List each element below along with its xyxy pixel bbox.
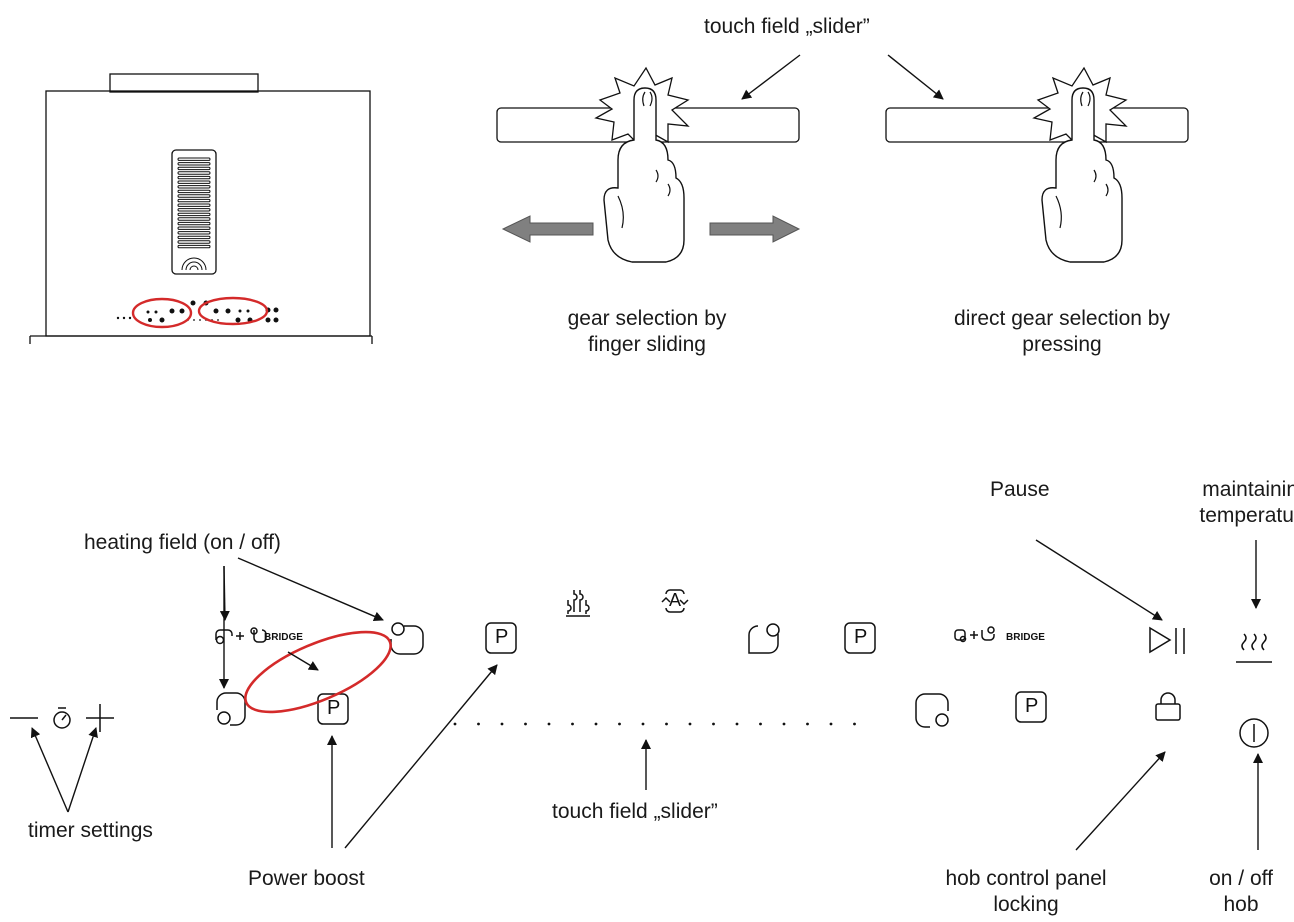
grille-slot (177, 212, 211, 217)
slider-dot (594, 722, 598, 726)
slider-dot (806, 722, 809, 726)
timer-icon (10, 704, 114, 732)
highlight-ovals (131, 296, 269, 329)
grille-slot (177, 244, 211, 249)
boost-letter-4: P (1025, 695, 1039, 717)
label-panel-locking: hob control panel locking (945, 867, 1107, 917)
finger-press-icon (1032, 66, 1128, 263)
slider-dot (782, 722, 786, 726)
keep-warm-icon (1236, 633, 1272, 663)
slider-dot (688, 722, 692, 726)
grille-slot (177, 198, 211, 203)
hob-mini-panel (116, 300, 279, 323)
slider-dot (618, 722, 621, 726)
grille-slot (177, 166, 211, 171)
grille-slot (177, 185, 211, 189)
grille-slot (177, 157, 211, 161)
slider-dot (759, 722, 762, 726)
auto-letter: A (669, 590, 682, 610)
slide-arrow-icon (501, 215, 801, 243)
slider-field-right (885, 107, 1189, 143)
grille-slot (177, 189, 211, 194)
label-pause: Pause (990, 478, 1050, 501)
slider-dot (453, 722, 457, 726)
grille-slot (177, 171, 211, 175)
label-slider-top: touch field „slider” (704, 15, 870, 38)
power-boost-icon (317, 622, 1047, 725)
grille-slot (177, 203, 211, 207)
hob-outline-icon (29, 73, 373, 344)
label-heating-field: heating field (on / off) (84, 531, 281, 554)
slider-dot (500, 722, 504, 726)
grille-slot (177, 162, 211, 166)
power-icon (1239, 718, 1269, 748)
lock-icon (1155, 692, 1181, 721)
grille-slot (177, 175, 211, 180)
slider-dot (571, 722, 574, 726)
label-slider-bottom: touch field „slider” (552, 800, 718, 823)
label-gear-sliding: gear selection by finger sliding (567, 307, 727, 357)
grille-slot (177, 235, 211, 240)
grille-arc (181, 257, 207, 271)
slider-dot (524, 722, 527, 726)
cooking-zone-icon (216, 622, 995, 728)
bridge-highlight-oval (244, 630, 392, 714)
slider-dot (712, 722, 715, 726)
grille-slot (177, 231, 211, 235)
label-power-boost: Power boost (248, 867, 365, 890)
label-gear-pressing: direct gear selection by pressing (954, 307, 1170, 357)
auto-icon (661, 589, 689, 613)
slider-dots (453, 722, 856, 726)
grille-arc (189, 265, 199, 271)
bridge-label-right: BRIDGE (1006, 632, 1045, 643)
finger-press-icon (594, 66, 690, 263)
boost-letter-3: P (854, 626, 868, 648)
slider-dot (735, 722, 739, 726)
boost-letter-2: P (327, 697, 341, 719)
heat-wave-icon (566, 590, 590, 617)
label-on-off: on / off hob (1209, 867, 1273, 917)
slider-dot (829, 722, 833, 726)
pointer-arrows (30, 539, 1263, 851)
grille-slot (177, 221, 211, 226)
boost-letter-1: P (495, 626, 509, 648)
slider-pointer-arrows (741, 54, 944, 100)
grille-slot (177, 180, 211, 184)
grille-arc (185, 261, 203, 271)
grille-slot (177, 194, 211, 198)
slider-dot (641, 722, 645, 726)
grille-slot (177, 226, 211, 230)
cooking-zone-icon (215, 627, 267, 645)
extractor-grille (177, 157, 211, 271)
grille-slot (177, 240, 211, 244)
grille-slot (177, 208, 211, 212)
pause-play-icon (1149, 626, 1185, 654)
slider-dot (547, 722, 551, 726)
grille-slot (177, 217, 211, 221)
slider-dot (665, 722, 668, 726)
label-maintaining: maintaining temperature (1199, 478, 1294, 528)
label-timer: timer settings (28, 819, 153, 842)
slider-dot (853, 722, 856, 726)
slider-dot (477, 722, 480, 726)
bridge-label-left: BRIDGE (264, 632, 303, 643)
